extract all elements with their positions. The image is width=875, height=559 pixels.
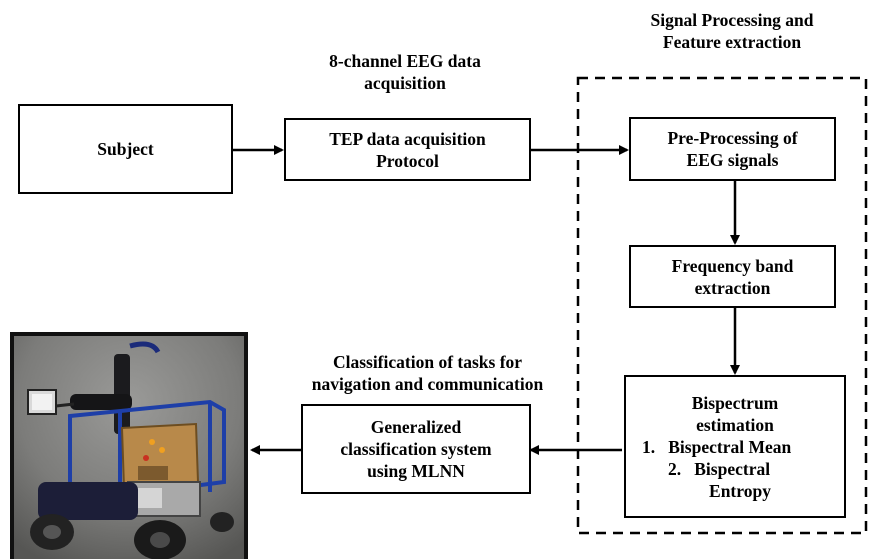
bispectrum-box: Bispectrum estimation 1. Bispectral Mean… (624, 375, 846, 518)
preprocessing-box: Pre-Processing of EEG signals (629, 117, 836, 181)
wheelchair-photo-icon (10, 332, 248, 559)
frequency-band-box: Frequency band extraction (629, 245, 836, 308)
tep-label-line2: Protocol (376, 150, 439, 171)
bispectrum-item-2-cont: Entropy (709, 480, 771, 501)
preprocessing-label-line2: EEG signals (686, 150, 779, 170)
bispectrum-title-line2: estimation (696, 414, 774, 435)
signal-processing-heading: Signal Processing and Feature extraction (612, 9, 852, 53)
classification-heading-line2: navigation and communication (311, 374, 544, 394)
bispectrum-item-1: 1. Bispectral Mean (642, 436, 792, 457)
classification-heading-line1: Classification of tasks for (332, 352, 523, 372)
acquisition-heading-line1: 8-channel EEG data (329, 51, 481, 71)
signal-processing-heading-line1: Signal Processing and (650, 10, 814, 30)
frequency-label-line2: extraction (694, 277, 771, 298)
frequency-label-line1: Frequency band (671, 255, 794, 276)
subject-label: Subject (97, 139, 154, 159)
signal-processing-heading-line2: Feature extraction (662, 32, 802, 52)
bispectrum-title-line1: Bispectrum (691, 392, 779, 413)
classification-heading: Classification of tasks for navigation a… (290, 351, 565, 395)
tep-label-line1: TEP data acquisition (329, 128, 486, 149)
subject-box: Subject (18, 104, 233, 194)
classifier-box: Generalized classification system using … (301, 404, 531, 494)
feature-extraction-region (576, 76, 868, 535)
wheelchair-photo (10, 332, 248, 559)
bispectrum-item-2: 2. Bispectral (668, 458, 771, 479)
tep-acquisition-box: TEP data acquisition Protocol (284, 118, 531, 181)
acquisition-heading-line2: acquisition (364, 73, 446, 93)
classifier-label-line3: using MLNN (367, 461, 465, 481)
preprocessing-label-line1: Pre-Processing of (667, 128, 798, 148)
acquisition-heading: 8-channel EEG data acquisition (290, 50, 520, 94)
classifier-label-line2: classification system (340, 439, 492, 459)
classifier-label-line1: Generalized (370, 417, 462, 437)
